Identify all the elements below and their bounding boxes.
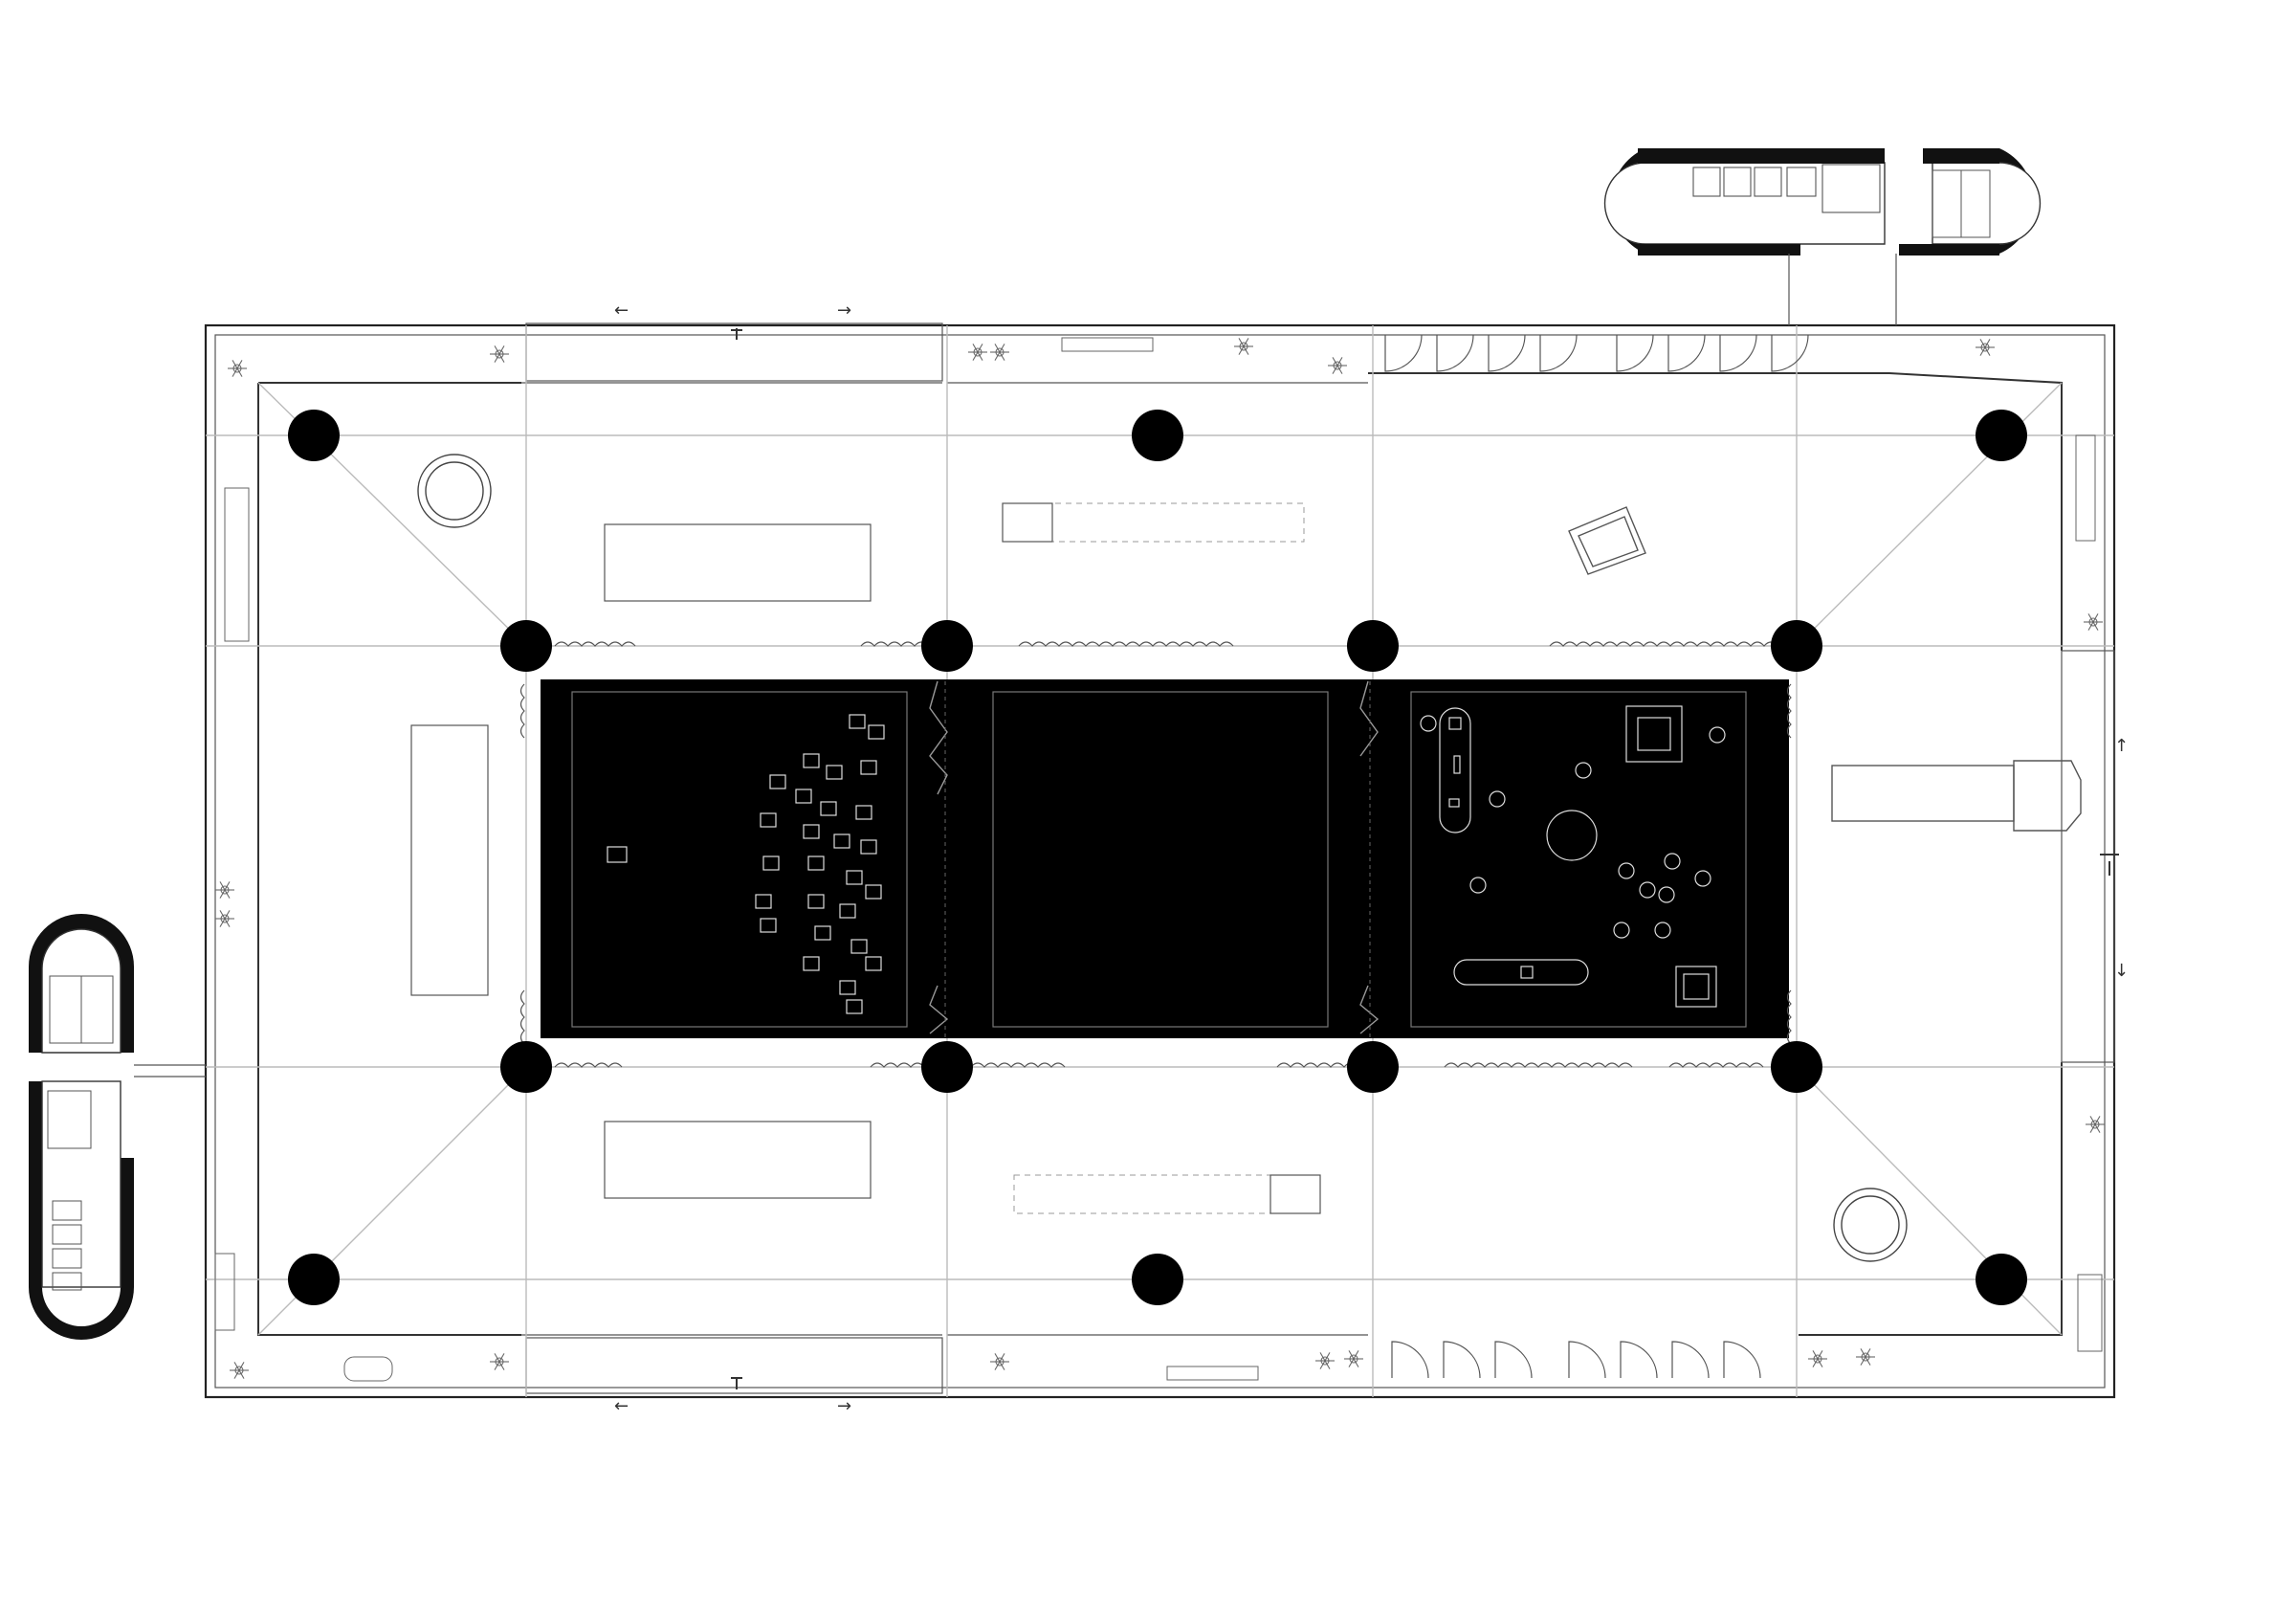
arrow-right-top: → [837, 300, 851, 321]
curtain-icon [519, 641, 1792, 1068]
vehicle-icon [1831, 760, 2082, 832]
plant-icon [1976, 339, 1995, 356]
column-icon [500, 620, 552, 672]
wall-fixtures [214, 337, 2103, 1382]
plant-icon [230, 1362, 249, 1379]
stage-room-right [1410, 691, 1747, 1028]
entrance-bottom [525, 1337, 943, 1394]
plant-icon [2086, 1116, 2105, 1133]
column-icon [1771, 1041, 1822, 1093]
plant-icon [215, 881, 234, 899]
toilet-icon [1692, 164, 1881, 213]
column-icon [288, 1254, 340, 1305]
stair-tower-top-right [1603, 148, 2042, 325]
stage-room-left [571, 691, 908, 1028]
entrance-right [2061, 650, 2119, 1063]
stair-icon [1002, 502, 1321, 1214]
column-icon [921, 620, 973, 672]
plant-icon [228, 360, 247, 377]
chair-icon [607, 714, 885, 1014]
plant-icon [1808, 1350, 1827, 1367]
plant-icon [1315, 1352, 1335, 1369]
arrow-left-bottom: ← [614, 1396, 629, 1416]
plant-icon [990, 1353, 1009, 1370]
arrow-down-right: ↓ [2114, 961, 2129, 981]
entrance-top [525, 322, 943, 382]
arrow-left-top: ← [614, 300, 629, 321]
stage-room-center [992, 691, 1329, 1028]
column-icon [1132, 410, 1183, 461]
stair-tower-bottom-left [29, 914, 206, 1340]
column-icon [1132, 1254, 1183, 1305]
plant-icon [490, 345, 509, 363]
arrow-up-right: ↑ [2114, 736, 2129, 756]
plant-icon [1856, 1348, 1875, 1366]
exhibit-furniture [1420, 705, 1726, 1008]
column-icon [1347, 1041, 1399, 1093]
plant-icon [215, 338, 2105, 1379]
central-stage-block [541, 679, 1789, 1038]
plant-icon [1328, 357, 1347, 374]
column-icon [1347, 620, 1399, 672]
cart-icon [1568, 506, 1646, 575]
column-icon [1771, 620, 1822, 672]
plant-icon [968, 344, 987, 361]
plant-icon [215, 910, 234, 927]
plant-icon [1344, 1350, 1363, 1367]
round-table-icon [1546, 810, 1598, 861]
arrow-right-bottom: → [837, 1396, 851, 1416]
plant-icon [990, 344, 1009, 361]
door-swing-icon [1384, 334, 1809, 1379]
columns [288, 410, 2027, 1305]
plant-icon [490, 1353, 509, 1370]
column-icon [1976, 410, 2027, 461]
round-table-icon [417, 454, 1908, 1262]
column-icon [288, 410, 340, 461]
column-icon [500, 1041, 552, 1093]
bench-platforms [410, 523, 872, 1199]
column-icon [1976, 1254, 2027, 1305]
plant-icon [1234, 338, 1253, 355]
column-icon [921, 1041, 973, 1093]
direction-arrows: ← → ← → ↑ ↓ [614, 300, 2129, 1416]
plant-icon [2084, 613, 2103, 631]
